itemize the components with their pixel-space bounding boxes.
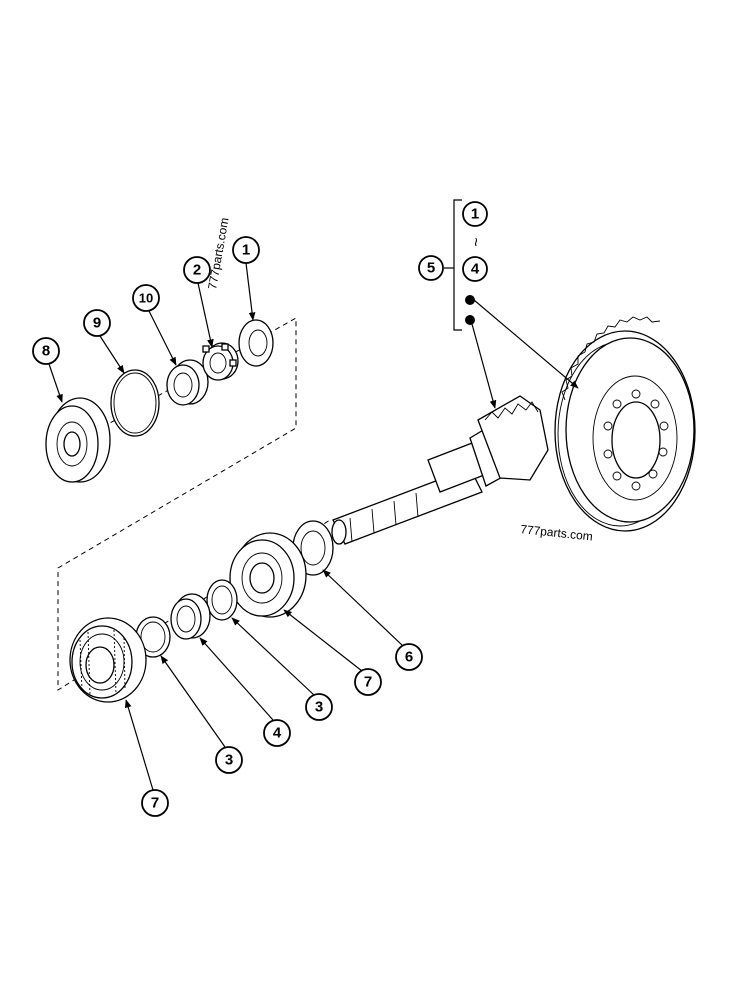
svg-text:5: 5	[427, 260, 435, 277]
callout-8: 8	[32, 337, 60, 365]
ring-gear	[554, 316, 696, 532]
callout-5: 5	[418, 255, 444, 281]
svg-text:4: 4	[273, 725, 282, 742]
callout-10: 10	[132, 284, 160, 312]
svg-text:3: 3	[225, 752, 233, 769]
callout-3-mid: 3	[305, 693, 333, 721]
svg-text:4: 4	[471, 261, 480, 278]
part-8-housing	[45, 397, 111, 483]
svg-text:7: 7	[364, 674, 372, 691]
part-7-bearing-low	[69, 617, 147, 703]
callout-2: 2	[183, 256, 211, 284]
callout-3-low: 3	[215, 746, 243, 774]
callout-4-low: 4	[263, 719, 291, 747]
watermark-vertical: 777parts.com	[205, 216, 231, 290]
part-10-bearing	[166, 359, 209, 406]
svg-text:9: 9	[93, 315, 101, 332]
svg-text:6: 6	[405, 649, 413, 666]
leader-lines	[48, 262, 579, 791]
svg-text:1: 1	[471, 206, 479, 223]
svg-text:8: 8	[42, 343, 50, 360]
part-1-washer	[238, 319, 274, 367]
bracket-group-5	[444, 199, 475, 331]
part-2-nut	[202, 342, 239, 381]
svg-text:1: 1	[242, 242, 250, 259]
callout-1-top: 1	[232, 236, 260, 264]
callout-7-low: 7	[141, 789, 169, 817]
dot-pinion	[465, 315, 475, 325]
watermark-horizontal: 777parts.com	[520, 522, 594, 544]
pinion-shaft	[331, 395, 549, 545]
part-4-spacer	[170, 593, 211, 640]
callout-9: 9	[83, 309, 111, 337]
bracket-callout-1: 1	[462, 201, 488, 227]
svg-text:10: 10	[139, 291, 153, 306]
part-3-shim-mid	[206, 579, 238, 621]
svg-text:7: 7	[151, 795, 159, 812]
part-7-bearing-mid	[229, 532, 307, 618]
part-9-o-ring	[110, 369, 160, 437]
callout-6: 6	[395, 643, 423, 671]
svg-text:3: 3	[315, 699, 323, 716]
dot-ring-gear	[465, 295, 475, 305]
bracket-tilde: ~	[467, 237, 484, 246]
svg-text:2: 2	[193, 262, 201, 279]
callout-7-mid: 7	[354, 668, 382, 696]
bracket-callout-4: 4	[462, 256, 488, 282]
